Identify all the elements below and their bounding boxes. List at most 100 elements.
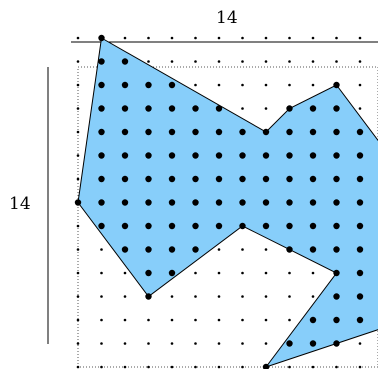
left-dimension-label: 14 [9,194,31,214]
lattice-point-enclosed [356,222,364,230]
lattice-point [311,60,315,63]
lattice-point-enclosed [286,175,293,183]
lattice-point [123,365,127,369]
lattice-point-enclosed [262,152,270,159]
lattice-point [241,83,244,87]
lattice-point-enclosed [333,175,340,183]
lattice-point [311,295,315,298]
lattice-point-enclosed [215,175,223,183]
lattice-point-enclosed [192,222,199,230]
lattice-point [264,60,268,63]
lattice-point [194,83,197,87]
lattice-point-enclosed [286,105,293,112]
lattice-point [123,318,127,322]
lattice-point-enclosed [262,199,270,206]
lattice-point [241,60,244,63]
lattice-point-enclosed [215,152,223,159]
lattice-point [123,271,127,275]
lattice-point-enclosed [356,316,364,324]
lattice-point-enclosed [333,340,340,347]
lattice-point-enclosed [262,363,270,369]
lattice-point [76,130,80,134]
lattice-point-enclosed [98,222,105,230]
lattice-point [335,36,338,40]
lattice-point-enclosed [168,81,176,89]
lattice-point [76,318,80,322]
lattice-point-enclosed [121,199,129,206]
lattice-point [241,271,244,275]
lattice-point-enclosed [98,105,105,112]
lattice-point-enclosed [121,222,129,230]
lattice-point [194,342,197,345]
lattice-point-enclosed [309,152,317,159]
lattice-point [241,248,244,251]
lattice-point [288,36,291,40]
lattice-point-enclosed [333,199,340,206]
lattice-point-enclosed [356,293,364,300]
lattice-point [241,107,244,110]
lattice-point [147,60,150,63]
lattice-point [170,365,174,369]
lattice-point [100,365,103,369]
lattice-point-enclosed [145,199,152,206]
lattice-point [123,342,127,345]
lattice-point [123,295,127,298]
lattice-point [217,318,221,322]
lattice-point-enclosed [145,222,152,230]
lattice-point-enclosed [286,222,293,230]
lattice-point [288,60,291,63]
lattice-point [76,107,80,110]
lattice-point [194,295,197,298]
lattice-point-enclosed [309,316,317,324]
lattice-point-enclosed [121,58,129,65]
lattice-point [147,365,150,369]
lattice-point [217,60,221,63]
lattice-point [217,295,221,298]
lattice-point [147,318,150,322]
lattice-point-enclosed [333,81,340,89]
lattice-point [311,83,315,87]
lattice-point-enclosed [168,175,176,183]
lattice-point [311,36,315,40]
lattice-point-enclosed [239,199,246,206]
lattice-point-enclosed [333,152,340,159]
lattice-point [217,36,221,40]
lattice-point [194,318,197,322]
lattice-point [241,342,244,345]
lattice-point [264,295,268,298]
lattice-point [311,365,315,369]
lattice-point [358,365,362,369]
lattice-point-enclosed [356,269,364,277]
lattice-point-enclosed [333,269,340,277]
lattice-point [76,60,80,63]
lattice-point [241,318,244,322]
lattice-point-enclosed [192,175,199,183]
lattice-point [264,342,268,345]
lattice-point [76,365,80,369]
lattice-point-enclosed [145,81,152,89]
lattice-point-enclosed [98,128,105,136]
lattice-point-enclosed [286,199,293,206]
lattice-point [288,295,291,298]
lattice-point-enclosed [98,175,105,183]
lattice-point [76,36,80,40]
lattice-point-enclosed [168,128,176,136]
lattice-point-enclosed [239,175,246,183]
lattice-point-enclosed [121,105,129,112]
lattice-point-enclosed [333,128,340,136]
lattice-point [100,318,103,322]
lattice-point [311,271,315,275]
lattice-point-enclosed [262,175,270,183]
lattice-point-enclosed [168,222,176,230]
lattice-point [194,60,197,63]
lattice-point-enclosed [74,199,82,206]
lattice-point [358,60,362,63]
lattice-point-enclosed [98,81,105,89]
lattice-point [358,36,362,40]
lattice-point [76,248,80,251]
lattice-point [264,83,268,87]
lattice-point-enclosed [239,152,246,159]
lattice-point-enclosed [262,222,270,230]
lattice-point-enclosed [121,246,129,253]
lattice-point-enclosed [145,246,152,253]
